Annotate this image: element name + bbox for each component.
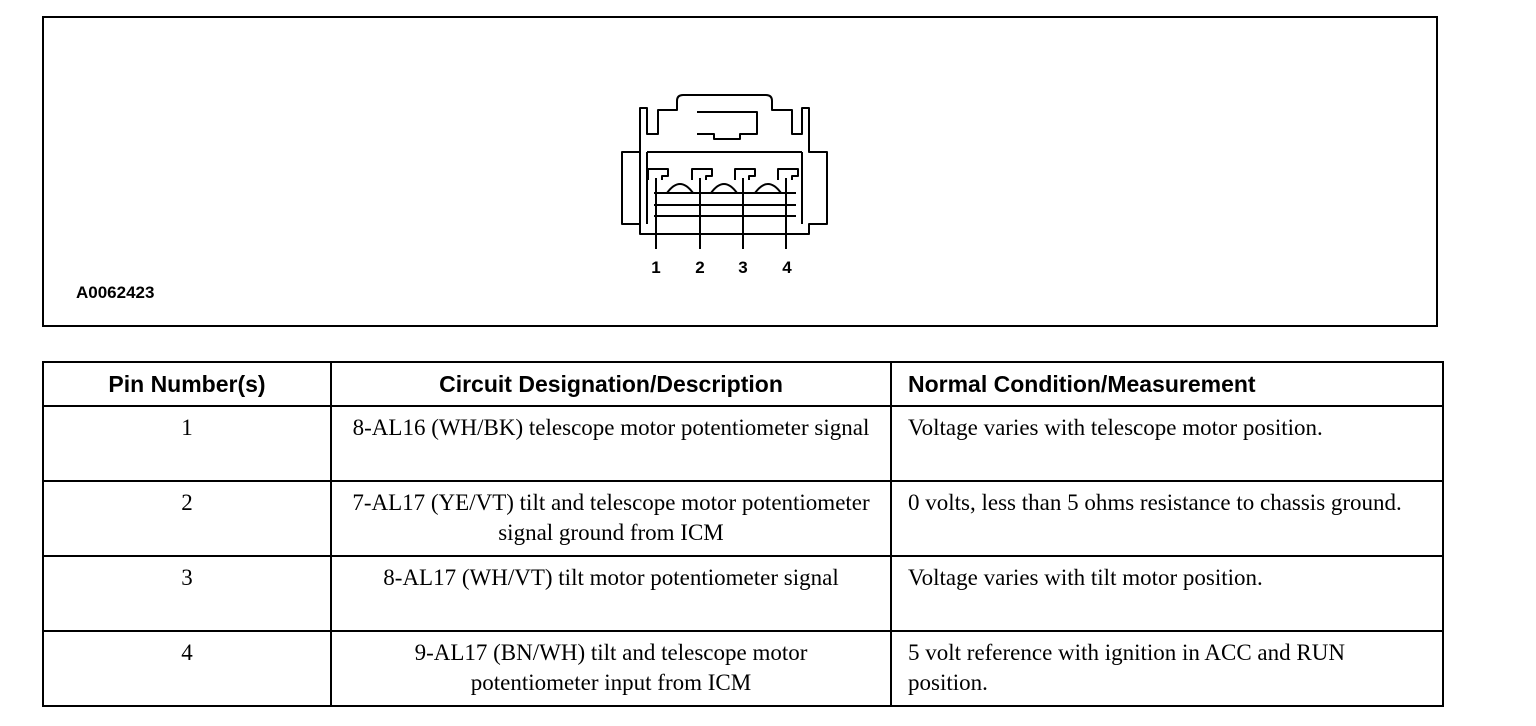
circuit-cell: 9-AL17 (BN/WH) tilt and telescope motor … [330, 630, 892, 707]
header-condition: Normal Condition/Measurement [890, 361, 1444, 407]
header-circuit: Circuit Designation/Description [330, 361, 892, 407]
condition-cell: Voltage varies with tilt motor position. [890, 555, 1444, 632]
pin-label-2: 2 [695, 258, 704, 277]
table-row: 1 8-AL16 (WH/BK) telescope motor potenti… [42, 405, 1444, 482]
pinout-table: Pin Number(s) Circuit Designation/Descri… [42, 361, 1444, 707]
figure-id: A0062423 [76, 283, 155, 302]
connector-face-diagram: 1 2 3 4 [621, 94, 828, 277]
header-pin: Pin Number(s) [42, 361, 332, 407]
circuit-cell: 8-AL16 (WH/BK) telescope motor potentiom… [330, 405, 892, 482]
circuit-cell: 8-AL17 (WH/VT) tilt motor potentiometer … [330, 555, 892, 632]
condition-cell: 5 volt reference with ignition in ACC an… [890, 630, 1444, 707]
table-row: 3 8-AL17 (WH/VT) tilt motor potentiomete… [42, 555, 1444, 632]
pin-label-4: 4 [782, 258, 792, 277]
table-header-row: Pin Number(s) Circuit Designation/Descri… [42, 361, 1444, 407]
circuit-cell: 7-AL17 (YE/VT) tilt and telescope motor … [330, 480, 892, 557]
condition-cell: Voltage varies with telescope motor posi… [890, 405, 1444, 482]
pin-cell: 1 [42, 405, 332, 482]
table-row: 2 7-AL17 (YE/VT) tilt and telescope moto… [42, 480, 1444, 557]
pin-label-3: 3 [738, 258, 747, 277]
condition-cell: 0 volts, less than 5 ohms resistance to … [890, 480, 1444, 557]
pin-label-1: 1 [651, 258, 660, 277]
pin-cell: 2 [42, 480, 332, 557]
pin-cell: 3 [42, 555, 332, 632]
table-row: 4 9-AL17 (BN/WH) tilt and telescope moto… [42, 630, 1444, 707]
connector-figure: 1 2 3 4 A0062423 [42, 16, 1438, 327]
pin-cell: 4 [42, 630, 332, 707]
